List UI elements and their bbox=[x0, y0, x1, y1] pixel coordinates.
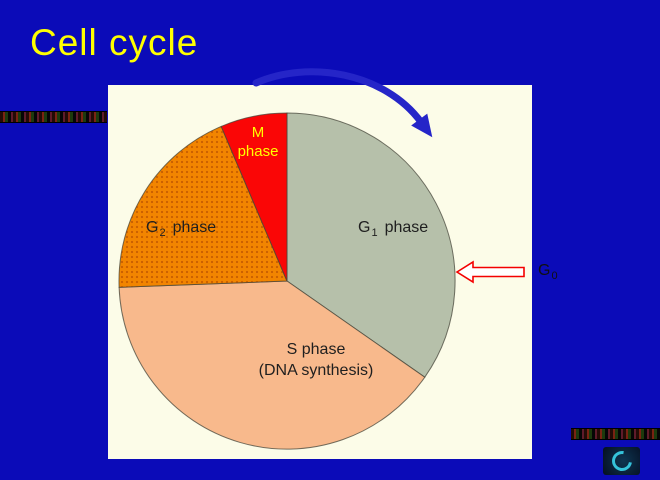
slide-title: Cell cycle bbox=[30, 22, 199, 63]
g1-rest: phase bbox=[384, 219, 429, 236]
pie-group bbox=[118, 112, 456, 450]
pie-label-s-phase: S phase (DNA synthesis) bbox=[214, 340, 418, 382]
g2-base: G bbox=[146, 219, 159, 236]
pie-label-g2-phase: G2 phase bbox=[146, 219, 216, 239]
g2-sub: 2 bbox=[159, 227, 166, 240]
g2-rest: phase bbox=[172, 219, 217, 236]
pie-slice-s bbox=[118, 280, 426, 450]
pie-slice-m bbox=[220, 112, 288, 282]
template-decoration-right-strip bbox=[571, 428, 660, 440]
g0-arrow bbox=[455, 260, 525, 284]
s-phase-line1: S phase bbox=[286, 341, 346, 358]
g0-base: G bbox=[538, 262, 551, 279]
template-decoration-left-strip bbox=[0, 111, 107, 123]
m-phase-line2: phase bbox=[237, 142, 279, 160]
g0-annotation: G0 bbox=[538, 262, 560, 282]
g1-sub: 1 bbox=[371, 227, 378, 240]
pie-slice-g1 bbox=[286, 112, 456, 378]
g1-base: G bbox=[358, 219, 371, 236]
pie-label-g1-phase: G1 phase bbox=[358, 219, 428, 239]
s-phase-line2: (DNA synthesis) bbox=[258, 361, 374, 379]
logo-crescent-shape bbox=[607, 447, 636, 475]
pie-slice-g2-texture bbox=[118, 126, 288, 288]
pie-label-m-phase: M phase bbox=[222, 124, 294, 162]
m-phase-line1: M bbox=[251, 124, 265, 141]
g0-sub: 0 bbox=[551, 270, 558, 283]
logo-icon bbox=[603, 447, 640, 475]
direction-arrow bbox=[252, 68, 433, 138]
